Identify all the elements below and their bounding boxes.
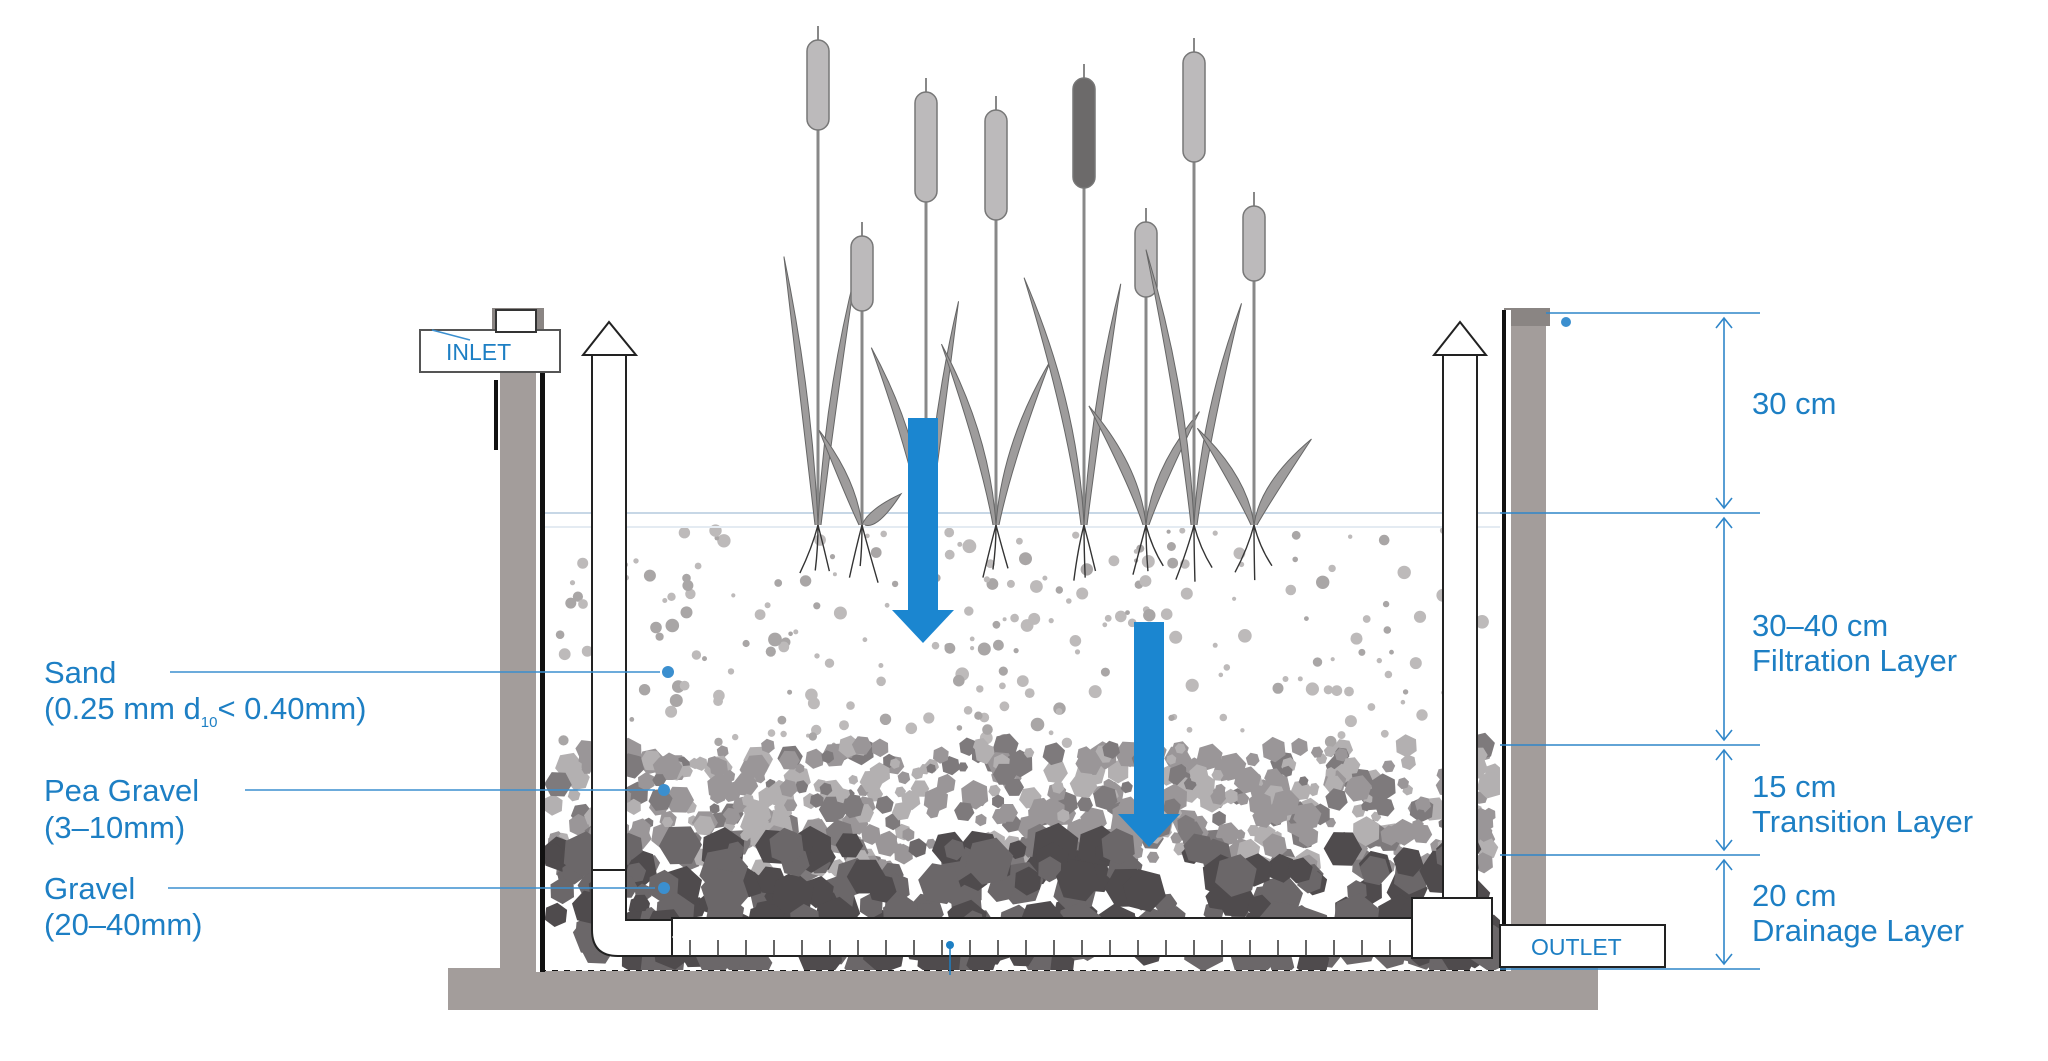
base-slab [448,968,1598,1010]
flow-arrows [892,418,1180,847]
flow-arrow-left [892,418,954,643]
pea-gravel-label: Pea Gravel [44,773,199,808]
depth-dimensions: 30 cm 30–40 cm Filtration Layer 15 cm Tr… [1500,312,1973,970]
pea-gravel-spec-label: (3–10mm) [44,810,185,845]
transition-depth-label: 15 cm [1752,769,1836,804]
transition-layer-label: Transition Layer [1752,804,1973,839]
gravel-spec-label: (20–40mm) [44,907,203,942]
filtration-depth-label: 30–40 cm [1752,608,1888,643]
inlet-label: INLET [446,339,511,365]
outlet-label: OUTLET [1531,934,1622,960]
cattail-plants [783,26,1312,583]
underdrain-pipe [671,897,1493,975]
outlet-pipe: OUTLET [1499,924,1666,968]
filter-media [545,520,1500,970]
inlet-pipe: INLET [419,309,561,373]
filtration-layer-label: Filtration Layer [1752,643,1957,678]
right-wall [1506,310,1546,930]
sand-spec-label: (0.25 mm d10< 0.40mm) [44,691,367,731]
right-vent-pipe [1431,320,1489,901]
right-wall-cap [1504,308,1550,326]
sand-label: Sand [44,655,116,690]
drainage-layer-label: Drainage Layer [1752,913,1964,948]
gravel-label: Gravel [44,871,135,906]
left-wall [500,370,540,970]
flow-arrow-right [1118,622,1180,847]
media-labels: Sand (0.25 mm d10< 0.40mm) Pea Gravel (3… [44,655,674,942]
freeboard-depth-label: 30 cm [1752,386,1836,421]
drainage-depth-label: 20 cm [1752,878,1836,913]
left-vent-pipe [580,320,676,957]
